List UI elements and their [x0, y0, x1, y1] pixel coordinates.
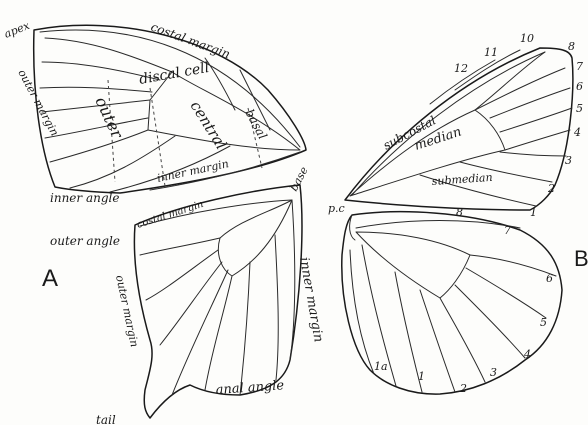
- hindwing-b-vein-number: 8: [456, 206, 463, 219]
- forewing-a: [34, 25, 306, 193]
- forewing-b-vein-number: 11: [484, 46, 498, 59]
- hindwing-b-vein-number: 5: [540, 316, 547, 329]
- forewing-b-vein-number: 6: [576, 80, 583, 93]
- label-base: base: [287, 164, 311, 193]
- hindwing-b-vein-number: 2: [459, 382, 467, 395]
- panel-letter-a: A: [42, 265, 58, 292]
- forewing-b-vein-number: 10: [520, 32, 534, 45]
- label-inner-angle: inner angle: [50, 191, 119, 205]
- hindwing-b-vein-number: 1a: [374, 360, 388, 373]
- label-inner-margin-hind: inner margin: [296, 256, 326, 343]
- hindwing-b-vein-number: 6: [546, 272, 553, 285]
- hindwing-b-vein-number: 7: [504, 224, 511, 237]
- label-tail: tail: [96, 413, 116, 425]
- hindwing-b-vein-number: 3: [490, 366, 497, 379]
- label-pc: p.c: [328, 202, 345, 215]
- forewing-b-vein-number: 5: [576, 102, 583, 115]
- hindwing-b-vein-number: 4: [523, 348, 531, 361]
- forewing-b-vein-number: 4: [573, 126, 581, 139]
- forewing-b-vein-number: 2: [547, 182, 555, 195]
- forewing-b-vein-number: 8: [568, 40, 575, 53]
- panel-letter-b: B: [574, 246, 588, 271]
- forewing-a-outline: [34, 25, 306, 193]
- label-outer-angle: outer angle: [50, 234, 120, 248]
- label-outer-margin-hind: outer margin: [113, 274, 141, 348]
- hindwing-b-vein-number: 1: [418, 370, 425, 383]
- label-apex: apex: [2, 19, 32, 41]
- forewing-b-vein-number: 12: [454, 62, 468, 75]
- forewing-b-vein-number: 3: [565, 154, 572, 167]
- forewing-b-vein-number: 1: [530, 206, 537, 219]
- forewing-b-vein-number: 7: [576, 60, 583, 73]
